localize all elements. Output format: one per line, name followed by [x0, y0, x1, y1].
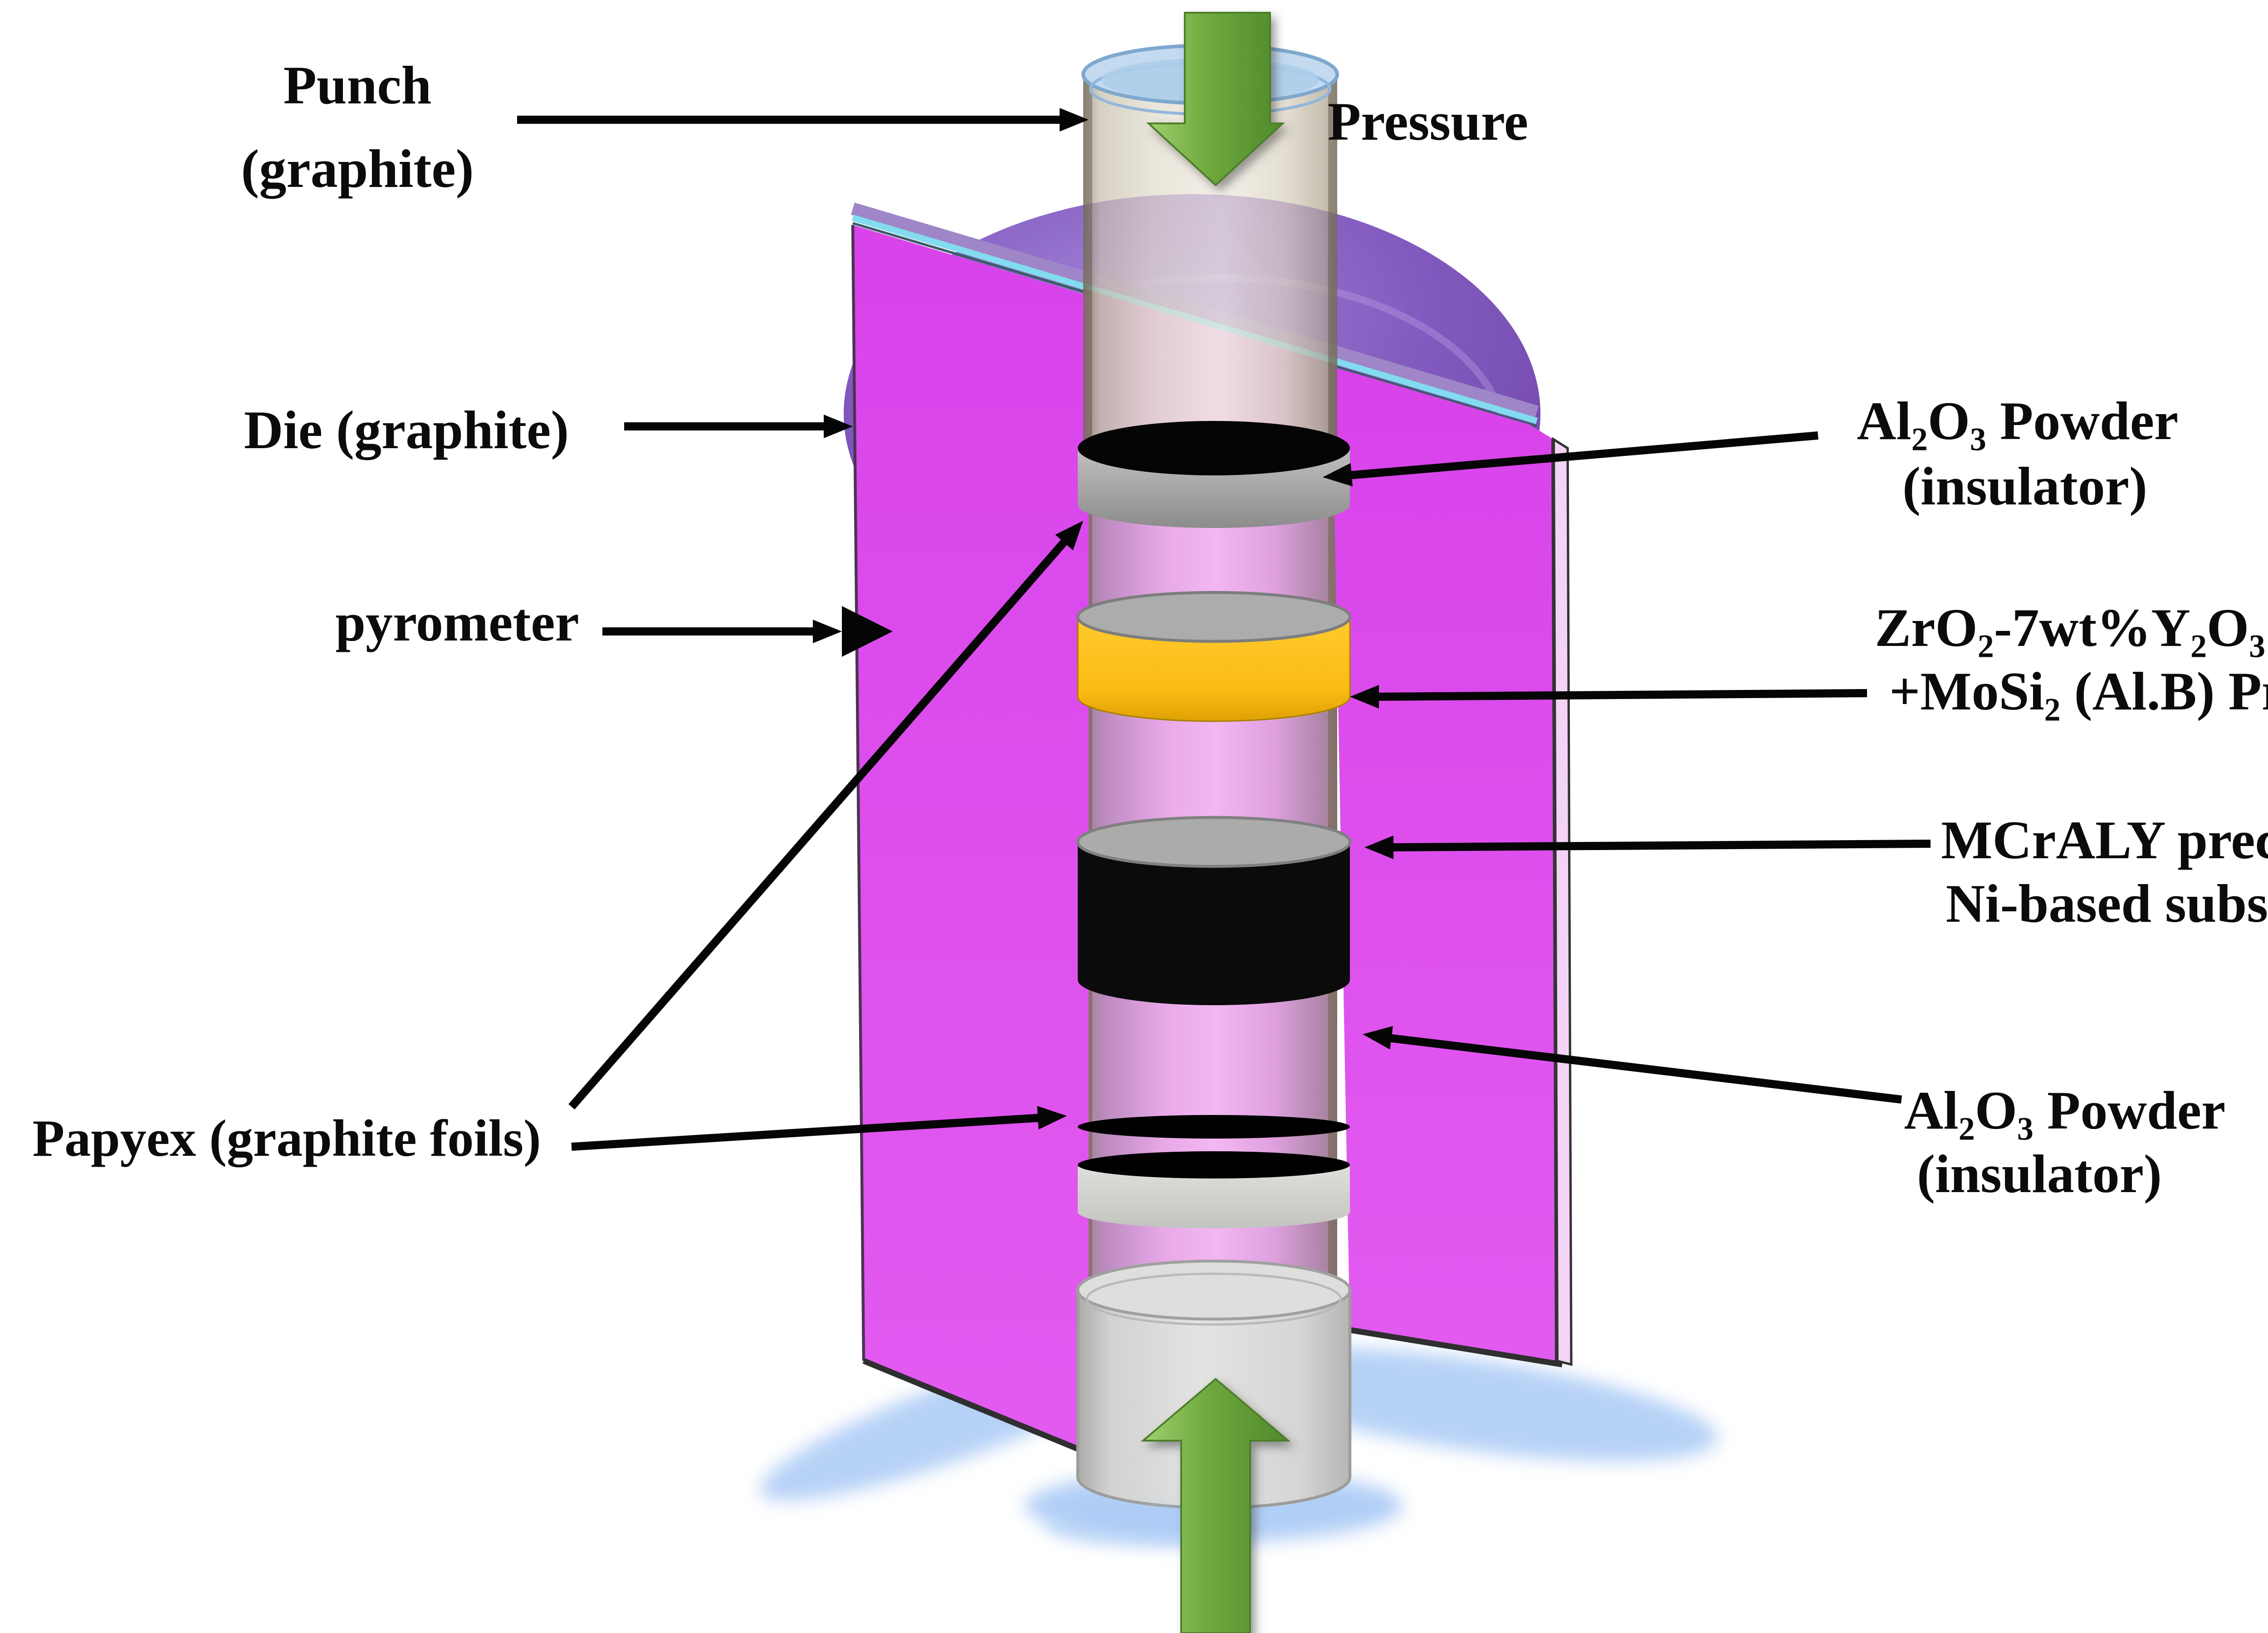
al2o3-bottom-label-line1: Al₂O₃ Powder	[1904, 1080, 2226, 1140]
mcraly-label-line2: Ni-based substrate	[1946, 873, 2268, 934]
al2o3-bottom-arrow	[1363, 1026, 1902, 1104]
sample-stack	[1076, 421, 1352, 1228]
papyex-foil-1	[1078, 1115, 1350, 1139]
papyex-arrow-lower	[571, 1106, 1067, 1151]
zro2-label-line2: +MoSi₂ (Al.B) Prticles	[1889, 661, 2268, 721]
mcraly-arrow	[1364, 836, 1931, 859]
zro2-powder-disc	[1077, 616, 1351, 722]
die-label: Die (graphite)	[244, 400, 569, 460]
insulator-disc-bottom	[1078, 1167, 1350, 1228]
pyrometer-label: pyrometer	[335, 592, 579, 652]
pressure-label: Pressure	[1328, 91, 1528, 152]
al2o3-top-label-line2: (insulator)	[1902, 456, 2147, 516]
al2o3-bottom-label-line2: (insulator)	[1917, 1144, 2162, 1204]
pressure-up-arrow-icon	[1140, 1378, 1291, 1633]
zro2-disc-top	[1076, 591, 1352, 643]
zro2-label-line1: ZrO₂-7wt%Y₂O₃ powder	[1875, 597, 2268, 658]
die-arrow	[624, 415, 853, 438]
pressure-down-arrow-icon	[1146, 12, 1286, 186]
punch-label-line1: Punch	[284, 55, 432, 115]
mcraly-label-line1: MCrALY precoated	[1941, 810, 2268, 870]
zro2-arrow	[1350, 685, 1867, 709]
papyex-foil-2	[1078, 1151, 1350, 1178]
papyex-arrow-upper	[568, 521, 1083, 1110]
die-front-right-panel	[1332, 367, 1573, 1368]
papyex-foil-top	[1078, 421, 1350, 475]
die-front-left-panel	[851, 225, 1090, 1456]
diagram-labels: Punch (graphite) Pressure Die (graphite)…	[32, 55, 2268, 1204]
al2o3-top-arrow	[1323, 431, 1818, 487]
pyrometer-arrow	[602, 606, 893, 657]
punch-arrow	[517, 108, 1089, 132]
substrate-disc-top	[1076, 816, 1352, 868]
punch-label-line2: (graphite)	[241, 138, 474, 199]
substrate-disc	[1078, 842, 1350, 1005]
al2o3-top-label-line1: Al₂O₃ Powder	[1857, 391, 2179, 451]
annotation-arrows	[517, 108, 1931, 1151]
papyex-label: Papyex (graphite foils)	[32, 1110, 541, 1168]
